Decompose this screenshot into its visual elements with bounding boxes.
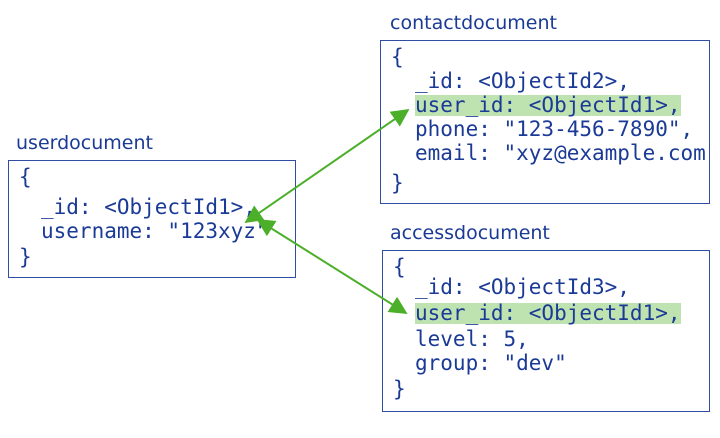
user-close-brace: } [19,245,32,269]
user-username-line: username: "123xyz" [41,219,269,243]
access-close-brace: } [393,377,406,401]
access-document-title: accessdocument [390,222,550,244]
contact-user-id-line: user_id: <ObjectId1>, [415,93,681,117]
contact-id-line: _id: <ObjectId2>, [415,69,630,93]
access-id-line: _id: <ObjectId3>, [415,275,630,299]
access-level-line: level: 5, [415,327,529,351]
access-to-user-arrow [256,219,408,314]
user-open-brace: { [19,165,32,189]
contact-email-line: email: "xyz@example.com" [415,141,710,165]
user-document-title: userdocument [16,132,153,154]
contact-document-title: contactdocument [390,12,557,34]
access-group-line: group: "dev" [415,351,567,375]
contact-to-user-arrow [244,108,410,224]
user-id-line: _id: <ObjectId1>, [41,195,256,219]
contact-phone-line: phone: "123-456-7890", [415,117,694,141]
access-document-box: { _id: <ObjectId3>, user_id: <ObjectId1>… [382,250,710,412]
access-user-id-line: user_id: <ObjectId1>, [415,301,681,325]
contact-open-brace: { [391,45,404,69]
